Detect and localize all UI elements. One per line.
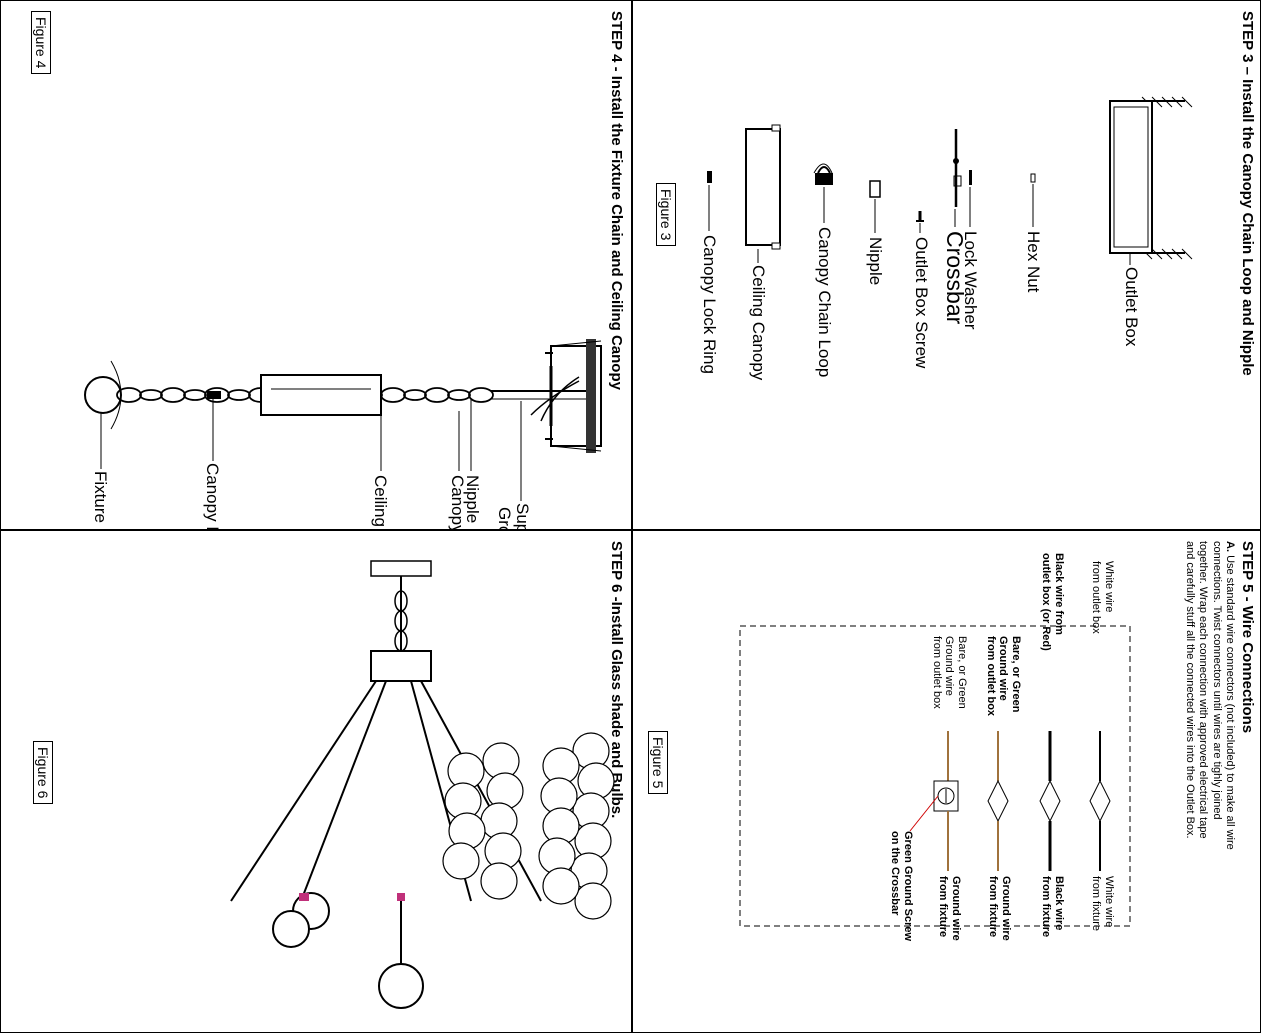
left-white-wire: White wire from outlet box (1090, 561, 1115, 634)
step3-panel: STEP 3 – Install the Canopy Chain Loop a… (632, 0, 1261, 530)
label-canopy-chain-loop-4: Canopy Chain Loop (448, 475, 467, 530)
step4-fixture-loop (84, 376, 122, 414)
left-black-1: Black wire from (1053, 553, 1065, 635)
left-white-2: from outlet box (1090, 561, 1103, 634)
figure-6-label: Figure 6 (33, 741, 53, 805)
crossbar-drawing (953, 129, 962, 227)
left-black-wire: Black wire from outlet box (or Red) (1040, 553, 1065, 651)
label-crossbar: Crossbar (942, 231, 968, 325)
canopy-lock-ring-drawing (707, 171, 712, 183)
canopy-chain-loop-drawing (813, 163, 833, 223)
step3-diagram (707, 96, 1193, 265)
right-ground2-1: Ground wire (950, 876, 962, 941)
step4-ceiling-canopy (260, 374, 382, 416)
left-bare2-1: Bare, or Green (956, 636, 968, 709)
step4-title: STEP 4 - Install the Fixture Chain and C… (608, 11, 625, 390)
right-ground2-2: from fixture (937, 876, 950, 938)
figure-4-label: Figure 4 (31, 11, 51, 75)
figure-5-label: Figure 5 (648, 731, 668, 795)
right-ground-1: Ground wire (1000, 876, 1012, 941)
label-ceiling-canopy: Ceiling Canopy (749, 265, 768, 381)
right-white-1: White wire (1103, 876, 1115, 928)
step6-chandelier-diagram (230, 560, 615, 1009)
right-black-1: Black wire (1053, 876, 1065, 931)
nipple-drawing (869, 180, 881, 198)
screw-2: on the Crossbar (889, 831, 902, 916)
left-bare-2: Ground wire (997, 636, 1010, 701)
left-bare2-3: from outlet box (930, 636, 943, 709)
right-ground-wire: Ground wire from fixture (987, 876, 1012, 941)
right-white-2: from fixture (1090, 876, 1103, 932)
ceiling-canopy-drawing (745, 124, 781, 263)
label-ceiling-canopy-4: Ceiling Canopy (371, 475, 390, 530)
right-black-wire: Black wire from fixture (1040, 876, 1065, 937)
step5-wiring-diagram (739, 625, 1131, 927)
left-black-2: outlet box (or Red) (1040, 553, 1053, 651)
left-bare-wire: Bare, or Green Ground wire from outlet b… (984, 636, 1022, 716)
right-black-2: from fixture (1040, 876, 1053, 938)
outlet-box-screw-drawing (916, 211, 924, 233)
left-bare-wire-2: Bare, or Green Ground wire from outlet b… (930, 636, 968, 709)
label-outlet-box: Outlet Box (1122, 267, 1141, 347)
figure-3-label: Figure 3 (656, 183, 676, 247)
step4-diagram (84, 339, 602, 501)
label-nipple: Nipple (866, 237, 885, 286)
label-canopy-lock-ring-4: Canopy Lock Ring (203, 463, 222, 530)
left-bare-1: Bare, or Green (1010, 636, 1022, 713)
glass-shade-cluster (442, 732, 615, 920)
right-ground-wire-2: Ground wire from fixture (937, 876, 962, 941)
green-ground-screw-label: Green Ground Screw on the Crossbar (889, 831, 914, 941)
step4-panel: SupplyDDWires and Nipple Canopy Chain Lo… (0, 0, 632, 530)
step6-panel: STEP 6 -Install Glass shade and Bulbs. (0, 530, 632, 1033)
step5-panel: STEP 5 - Wire Connections A. Use standar… (632, 530, 1261, 1033)
left-bare-3: from outlet box (984, 636, 997, 717)
lock-washer-drawing (969, 170, 972, 185)
hex-nut-drawing (1030, 173, 1036, 183)
step4-lock-ring (207, 391, 221, 399)
outlet-box-drawing (1109, 96, 1193, 265)
label-supply-wires-1: SupplyDDWires and (513, 503, 532, 530)
label-supply-wires-2: Ground Wire (495, 507, 514, 530)
label-canopy-chain-loop: Canopy Chain Loop (815, 227, 834, 378)
screw-1: Green Ground Screw (902, 831, 914, 942)
right-ground-2: from fixture (987, 876, 1000, 938)
left-white-1: White wire (1103, 561, 1115, 613)
label-outlet-box-screw: Outlet Box Screw (912, 237, 931, 369)
label-fixture-loop: Fixture Loop (91, 471, 110, 530)
right-white-wire: White wire from fixture (1090, 876, 1115, 931)
step4-outlet-box (491, 339, 602, 453)
left-bare2-2: Ground wire (943, 636, 956, 696)
label-canopy-lock-ring: Canopy Lock Ring (700, 235, 719, 374)
label-hex-nut: Hex Nut (1024, 231, 1043, 293)
